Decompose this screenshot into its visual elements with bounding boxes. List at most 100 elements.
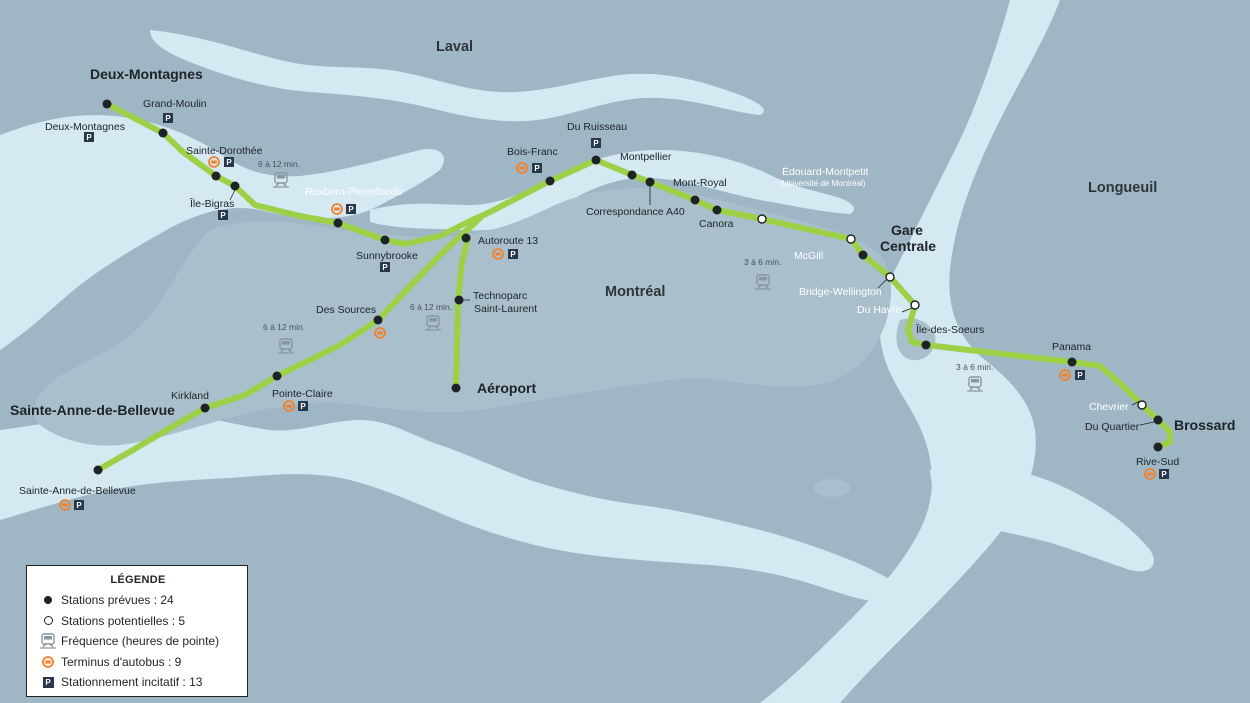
frequency-technoparc: 6 à 12 min. — [410, 302, 452, 331]
label-grand-moulin: Grand-Moulin — [143, 98, 207, 110]
frequency-west-branch: 6 à 12 min. — [263, 322, 305, 354]
terminal-sainte-anne: Sainte-Anne-de-Bellevue — [10, 402, 175, 418]
station-sunnybrooke-dot[interactable] — [380, 235, 390, 245]
line-airport — [453, 235, 471, 391]
train-icon — [39, 633, 57, 649]
freq-west-label: 6 à 12 min. — [263, 322, 305, 332]
parking-icon: P — [39, 675, 57, 689]
station-kirkland-dot[interactable] — [200, 403, 210, 413]
parking-icon — [218, 210, 228, 220]
terminal-deux-montagnes: Deux-Montagnes — [90, 66, 203, 82]
legend-parking: P Stationnement incitatif : 13 — [39, 672, 237, 693]
label-des-sources: Des Sources — [316, 304, 376, 316]
label-mont-royal: Mont-Royal — [673, 177, 727, 189]
parking-icon — [346, 204, 356, 214]
parking-icon — [224, 157, 234, 167]
label-edouard-montpetit: Édouard-Montpetit — [782, 165, 868, 178]
station-du-quartier-dot[interactable] — [1153, 415, 1163, 425]
station-panama-dot[interactable] — [1067, 357, 1077, 367]
station-des-sources-dot[interactable] — [373, 315, 383, 325]
station-autoroute-13-dot[interactable] — [461, 233, 471, 243]
terminal-gare-centrale-2: Centrale — [880, 238, 936, 254]
station-deux-montagnes-dot[interactable] — [102, 99, 112, 109]
freq-roxboro-label: 6 à 12 min. — [258, 159, 300, 169]
station-roxboro-dot[interactable] — [333, 218, 343, 228]
legend-frequency: Fréquence (heures de pointe) — [39, 631, 237, 652]
bus-icon — [39, 655, 57, 669]
label-bois-franc: Bois-Franc — [507, 146, 558, 158]
station-aeroport-dot[interactable] — [451, 383, 461, 393]
legend: LÉGENDE Stations prévues : 24 Stations p… — [26, 565, 248, 697]
parking-icon — [380, 262, 390, 272]
station-mcgill-dot[interactable] — [846, 234, 856, 244]
label-sainte-dorothee: Sainte-Dorothée — [186, 145, 263, 157]
label-kirkland: Kirkland — [171, 390, 209, 402]
station-bridge-wellington-dot[interactable] — [885, 272, 895, 282]
freq-south-label: 3 à 6 min. — [956, 362, 993, 372]
label-pointe-claire: Pointe-Claire — [272, 388, 333, 400]
label-technoparc-2: Saint-Laurent — [474, 303, 537, 315]
area-laval: Laval — [436, 39, 473, 55]
station-edouard-montpetit-dot[interactable] — [757, 214, 767, 224]
parking-icon — [298, 401, 308, 411]
freq-technoparc-label: 6 à 12 min. — [410, 302, 452, 312]
label-sainte-anne: Sainte-Anne-de-Bellevue — [19, 485, 136, 497]
frequency-downtown: 3 à 6 min. — [744, 257, 781, 290]
frequency-roxboro: 6 à 12 min. — [258, 159, 300, 188]
label-autoroute-13: Autoroute 13 — [478, 235, 538, 247]
parking-icon — [84, 132, 94, 142]
station-montpellier-dot[interactable] — [627, 170, 637, 180]
montreal-island — [34, 188, 892, 446]
station-sainte-anne-dot[interactable] — [93, 465, 103, 475]
label-correspondance-a40: Correspondance A40 — [586, 206, 685, 218]
lake-of-two-mountains — [0, 115, 444, 350]
station-chevrier-dot[interactable] — [1137, 400, 1147, 410]
label-chevrier: Chevrier — [1089, 401, 1129, 413]
label-mcgill: McGill — [794, 250, 823, 262]
label-technoparc-1: Technoparc — [473, 290, 527, 302]
planned-stations — [93, 99, 1163, 475]
station-ile-des-soeurs-dot[interactable] — [921, 340, 931, 350]
legend-bus: Terminus d'autobus : 9 — [39, 652, 237, 673]
station-correspondance-a40-dot[interactable] — [645, 177, 655, 187]
label-du-ruisseau: Du Ruisseau — [567, 121, 627, 133]
legend-frequency-label: Fréquence (heures de pointe) — [61, 634, 220, 649]
label-ile-bigras: Île-Bigras — [189, 197, 234, 210]
label-deux-montagnes: Deux-Montagnes — [45, 121, 125, 133]
legend-potential: Stations potentielles : 5 — [39, 611, 237, 632]
station-sainte-dorothee-dot[interactable] — [211, 171, 221, 181]
parking-icon — [532, 163, 542, 173]
station-du-havre-dot[interactable] — [910, 300, 920, 310]
station-canora-dot[interactable] — [712, 205, 722, 215]
station-bois-franc-dot[interactable] — [545, 176, 555, 186]
terminal-brossard: Brossard — [1174, 417, 1235, 433]
area-longueuil: Longueuil — [1088, 180, 1157, 196]
potential-station-icon — [39, 614, 57, 628]
legend-title: LÉGENDE — [110, 574, 166, 586]
area-montreal: Montréal — [605, 284, 665, 300]
station-grand-moulin-dot[interactable] — [158, 128, 168, 138]
label-du-quartier: Du Quartier — [1085, 421, 1140, 433]
legend-planned: Stations prévues : 24 — [39, 590, 237, 611]
terminal-gare-centrale-1: Gare — [891, 222, 923, 238]
station-pointe-claire-dot[interactable] — [272, 371, 282, 381]
label-roxboro: Roxboro-Pierrefonds — [305, 186, 402, 198]
label-sunnybrooke: Sunnybrooke — [356, 250, 418, 262]
label-edouard-montpetit-sub: (Université de Montréal) — [780, 179, 866, 188]
label-rive-sud: Rive-Sud — [1136, 456, 1179, 468]
small-island — [814, 479, 850, 497]
legend-bus-label: Terminus d'autobus : 9 — [61, 654, 182, 669]
station-du-ruisseau-dot[interactable] — [591, 155, 601, 165]
freq-downtown-label: 3 à 6 min. — [744, 257, 781, 267]
parking-icon — [74, 500, 84, 510]
riviere-des-mille-iles — [150, 30, 764, 122]
station-rive-sud-dot[interactable] — [1153, 442, 1163, 452]
frequency-south-shore: 3 à 6 min. — [956, 362, 993, 392]
line-deux-montagnes — [104, 101, 493, 247]
leader-lines — [229, 186, 1155, 426]
station-ile-bigras-dot[interactable] — [230, 181, 240, 191]
legend-potential-label: Stations potentielles : 5 — [61, 613, 186, 628]
station-gare-centrale-dot[interactable] — [858, 250, 868, 260]
legend-planned-label: Stations prévues : 24 — [61, 593, 174, 608]
station-mont-royal-dot[interactable] — [690, 195, 700, 205]
